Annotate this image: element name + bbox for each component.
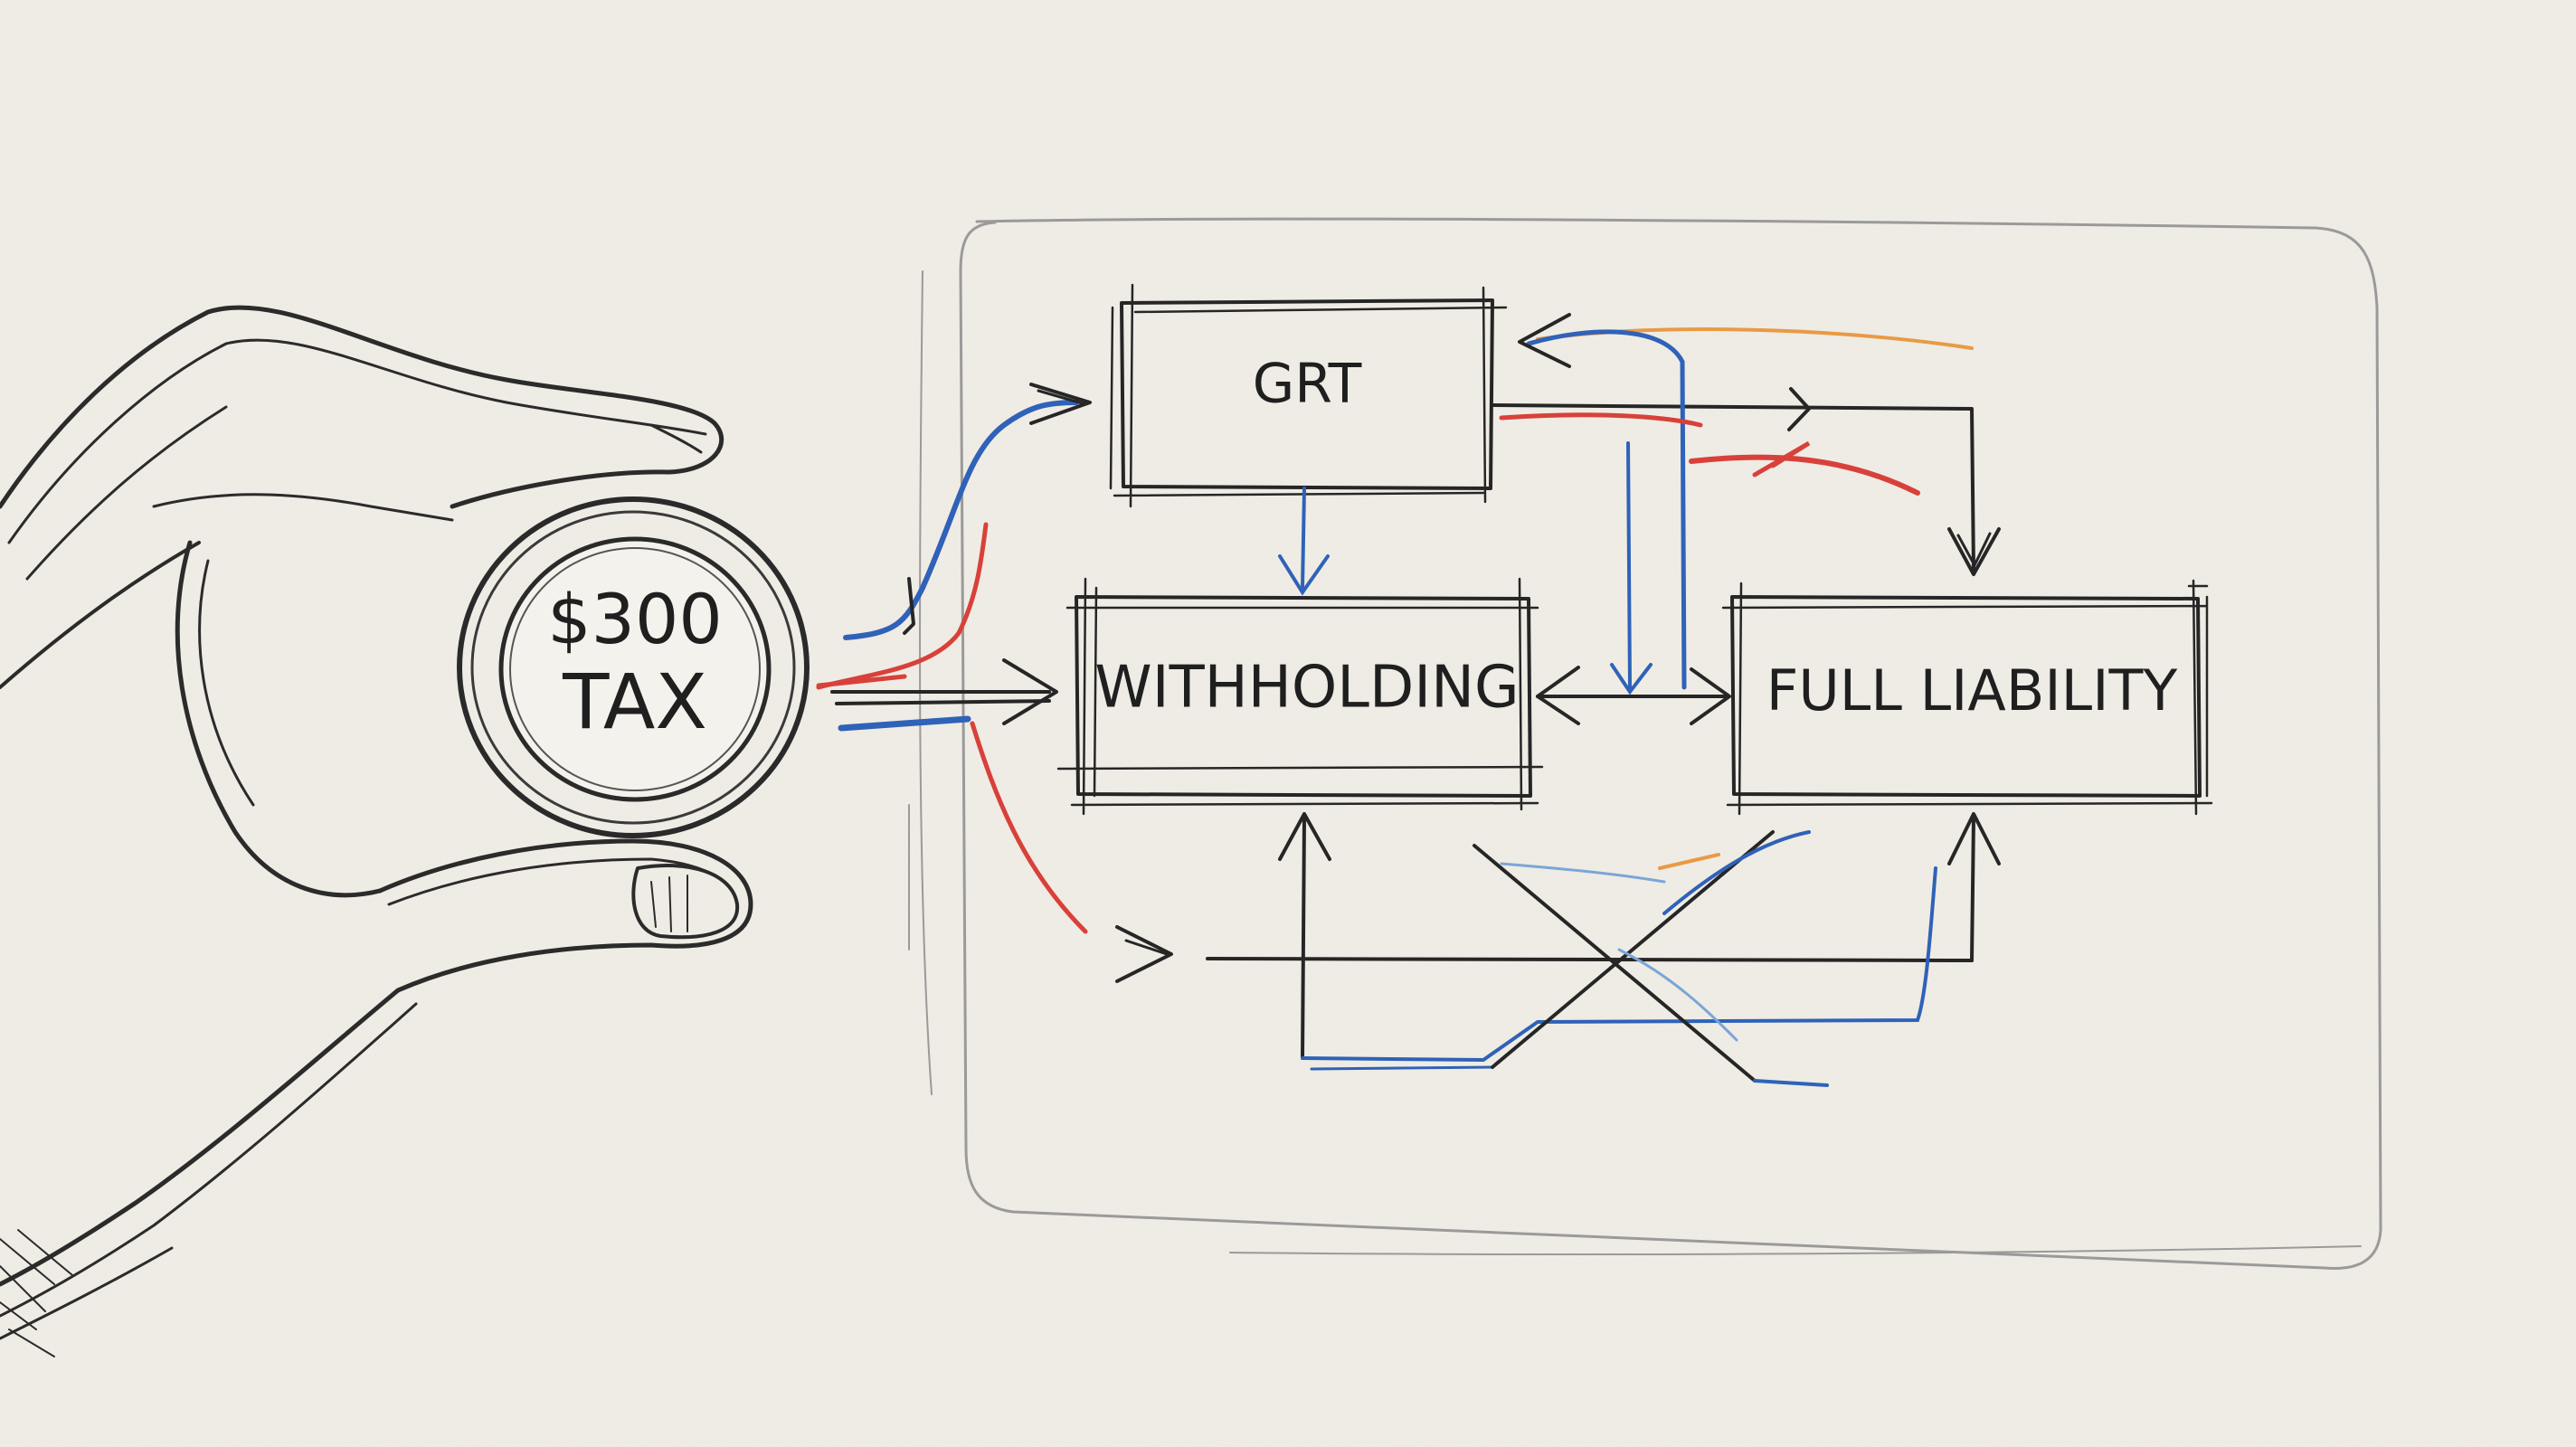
- outer-frame: [908, 217, 2382, 1270]
- hand-sketch: [0, 305, 753, 1357]
- coin-amount-text: $300: [547, 579, 722, 659]
- node-grt: [1109, 283, 1508, 508]
- node-withholding: [1056, 577, 1544, 816]
- edge-return-to-grt: [1499, 313, 1974, 690]
- arrowhead-to-grt: [1029, 383, 1092, 425]
- coin-connectors: [816, 400, 1088, 934]
- arrowhead-lower-path: [1115, 925, 1173, 983]
- edge-grt-to-withholding: [1278, 487, 1330, 596]
- node-withholding-label: WITHHOLDING: [1094, 655, 1519, 722]
- edge-grt-to-full-liability: [1491, 387, 2001, 576]
- node-grt-label: GRT: [1253, 353, 1362, 416]
- coin-tax-text: TAX: [562, 657, 707, 746]
- edge-lower-loop: [1206, 812, 2001, 1087]
- edge-withholding-full-liability: [1536, 441, 1731, 725]
- node-full-liability-label: FULL LIABILITY: [1766, 657, 2178, 724]
- tax-coin: [457, 497, 810, 838]
- node-full-liability: [1721, 579, 2213, 816]
- arrowhead-to-withholding: [1002, 658, 1058, 725]
